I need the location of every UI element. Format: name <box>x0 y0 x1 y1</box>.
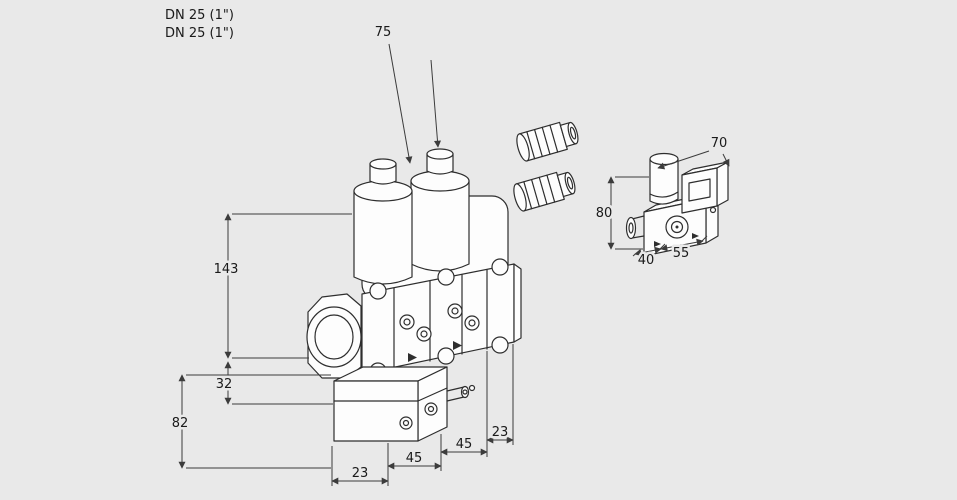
flange-bolts <box>369 258 509 380</box>
dims-bottom-row: 23 45 45 23 <box>331 344 514 486</box>
dim-45-right-label: 45 <box>456 437 473 452</box>
dimension-annotations: 75 143 32 82 23 45 <box>169 23 730 486</box>
small-valve-boss <box>654 215 699 247</box>
flow-direction-arrows <box>408 341 462 362</box>
coupling-top <box>516 121 579 162</box>
dn-size-label-2: DN 25 (1") <box>165 26 234 41</box>
dim-55-label: 55 <box>673 246 690 261</box>
dim-80: 80 <box>593 176 649 250</box>
right-solenoid-coil <box>410 148 470 272</box>
dim-82: 82 <box>169 374 331 469</box>
dim-32-label: 32 <box>216 377 233 392</box>
small-valve-pipe-stub <box>625 215 645 240</box>
dim-32: 32 <box>213 361 333 405</box>
dim-45-left-label: 45 <box>406 451 423 466</box>
solenoid-valve-drawing <box>625 152 729 257</box>
main-valve-drawing <box>306 148 522 442</box>
dim-23-right-label: 23 <box>492 425 509 440</box>
dim-75: 75 <box>372 23 441 164</box>
dim-143-label: 143 <box>214 262 239 277</box>
dim-23-left-label: 23 <box>352 466 369 481</box>
pipe-couplings-drawing <box>513 121 579 212</box>
dim-82-label: 82 <box>172 416 189 431</box>
sealing-plugs <box>399 303 480 342</box>
dim-40-label: 40 <box>638 253 655 268</box>
left-solenoid-coil <box>353 158 413 285</box>
pressure-regulator-box <box>333 366 448 442</box>
dim-80-label: 80 <box>596 206 613 221</box>
dim-75-label: 75 <box>375 25 392 40</box>
dn-size-labels: DN 25 (1") DN 25 (1") <box>165 8 234 41</box>
valve-body <box>361 263 522 375</box>
small-solenoid-coil <box>649 152 679 205</box>
dim-40-55: 40 55 <box>632 235 708 271</box>
dn-size-label-1: DN 25 (1") <box>165 8 234 23</box>
dim-143: 143 <box>211 213 352 359</box>
coupling-bottom <box>513 171 576 212</box>
dim-70-label: 70 <box>711 136 728 151</box>
inlet-port <box>306 293 362 379</box>
dim-70: 70 <box>657 134 730 170</box>
test-nipple <box>446 384 476 402</box>
terminal-box <box>681 161 729 214</box>
